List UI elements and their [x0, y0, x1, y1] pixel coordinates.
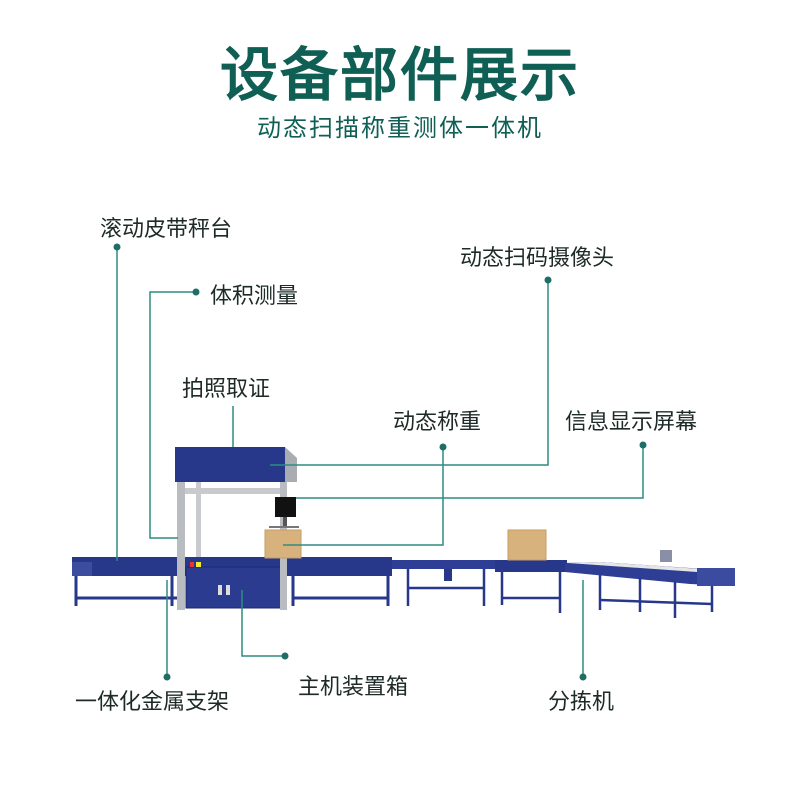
page-title: 设备部件展示	[219, 41, 580, 109]
host-cabinet	[185, 566, 285, 609]
carton	[264, 529, 302, 559]
metal-frame	[177, 482, 185, 610]
label-info-screen: 信息显示屏幕	[565, 410, 698, 435]
label-sorter: 分拣机	[548, 690, 615, 715]
label-belt-scale: 滚动皮带秤台	[100, 217, 233, 242]
gantry-box	[175, 447, 285, 482]
page-subtitle: 动态扫描称重测体一体机	[257, 114, 543, 142]
label-scan-camera: 动态扫码摄像头	[460, 246, 615, 271]
label-volume-measurement: 体积测量	[210, 284, 299, 309]
label-dynamic-weighing: 动态称重	[393, 410, 482, 435]
label-photo-evidence: 拍照取证	[182, 377, 271, 402]
sorter	[495, 560, 567, 572]
label-host-box: 主机装置箱	[298, 675, 409, 700]
leader-dots	[113, 243, 647, 681]
machine-illustration	[72, 447, 735, 618]
label-metal-frame: 一体化金属支架	[75, 690, 230, 715]
roller-conveyor	[392, 560, 495, 569]
display-screen	[275, 497, 296, 517]
leader-lines	[116, 247, 644, 677]
